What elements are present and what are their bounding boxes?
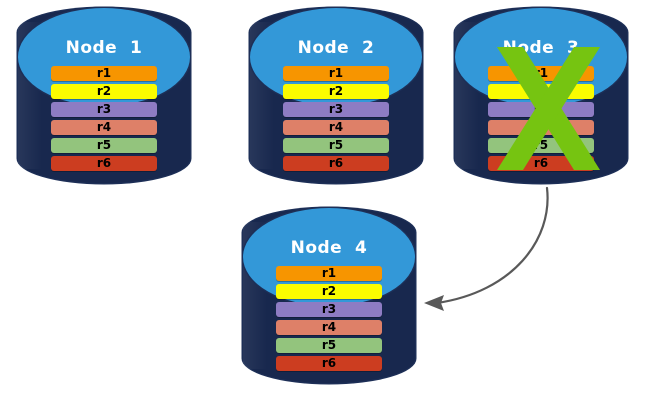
node-4-rows: r1 r2 r3 r4 r5 r6: [275, 266, 383, 371]
row-bar: r2: [50, 84, 158, 99]
row-bar: r3: [50, 102, 158, 117]
node-2-label: Node 2: [297, 37, 375, 58]
node-4[interactable]: Node 4 r1 r2 r3 r4 r5 r6: [243, 208, 415, 383]
node-2-rows: r1 r2 r3 r4 r5 r6: [282, 66, 390, 171]
row-bar: r5: [487, 138, 595, 153]
row-bar: r1: [50, 66, 158, 81]
row-bar: r4: [275, 320, 383, 335]
curved-arrow: [424, 186, 549, 311]
row-bar: r5: [282, 138, 390, 153]
row-bar: r1: [282, 66, 390, 81]
node-3-rows: r1 r2 r3 r4 r5 r6: [487, 66, 595, 171]
node-2[interactable]: Node 2 r1 r2 r3 r4 r5 r6: [250, 8, 422, 183]
row-bar: r6: [487, 156, 595, 171]
node-4-label: Node 4: [290, 237, 368, 258]
node-1-label: Node 1: [65, 37, 143, 58]
row-bar: r4: [282, 120, 390, 135]
row-bar: r6: [275, 356, 383, 371]
row-bar: r4: [50, 120, 158, 135]
row-bar: r3: [282, 102, 390, 117]
row-bar: r6: [282, 156, 390, 171]
row-bar: r5: [50, 138, 158, 153]
row-bar: r1: [487, 66, 595, 81]
node-3[interactable]: Node 3 r1 r2 r3 r4 r5 r6: [455, 8, 627, 183]
row-bar: r2: [275, 284, 383, 299]
row-bar: r5: [275, 338, 383, 353]
row-bar: r2: [487, 84, 595, 99]
node-1[interactable]: Node 1 r1 r2 r3 r4 r5 r6: [18, 8, 190, 183]
node-1-rows: r1 r2 r3 r4 r5 r6: [50, 66, 158, 171]
row-bar: r3: [487, 102, 595, 117]
row-bar: r3: [275, 302, 383, 317]
row-bar: r6: [50, 156, 158, 171]
row-bar: r1: [275, 266, 383, 281]
row-bar: r4: [487, 120, 595, 135]
node-3-label: Node 3: [502, 37, 580, 58]
row-bar: r2: [282, 84, 390, 99]
